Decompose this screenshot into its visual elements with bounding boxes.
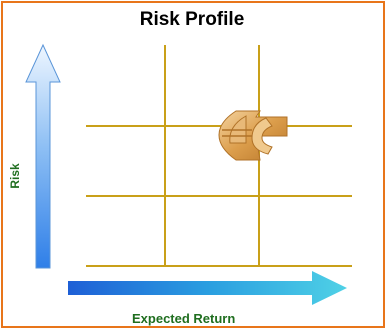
- currency-symbol-icon: [218, 110, 288, 161]
- diagram-frame: [1, 1, 385, 328]
- diagram-title: Risk Profile: [139, 9, 245, 30]
- return-arrow-icon: [68, 271, 347, 305]
- y-axis-label: Risk: [8, 163, 22, 189]
- x-axis-label: Expected Return: [132, 311, 236, 326]
- grid: [86, 45, 352, 267]
- risk-arrow-icon: [25, 43, 61, 269]
